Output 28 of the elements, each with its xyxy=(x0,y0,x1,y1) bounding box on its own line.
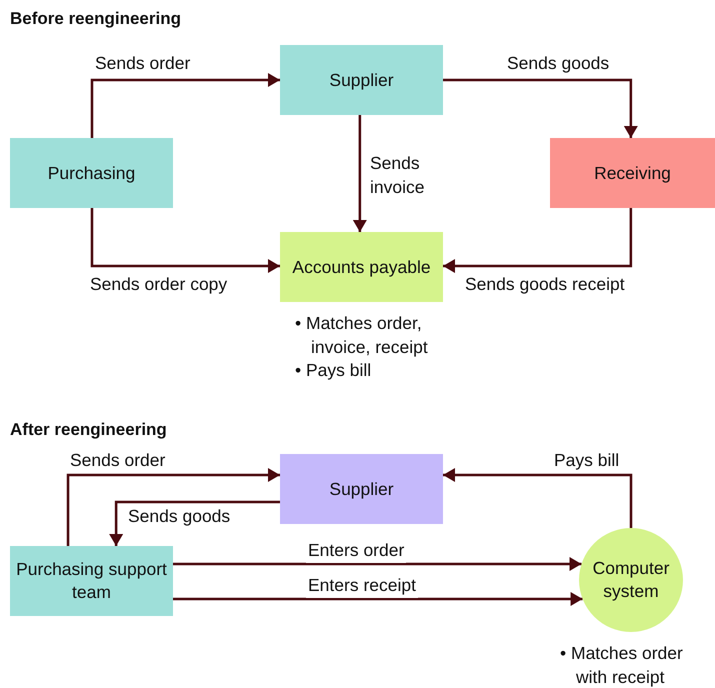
bullet-item: • Matches order, invoice, receipt xyxy=(295,312,429,359)
node-label: Purchasing support team xyxy=(15,558,168,604)
arrow xyxy=(66,468,280,546)
process-box xyxy=(10,138,173,208)
node-label: Supplier xyxy=(328,478,395,500)
process-box xyxy=(280,454,443,524)
arrow xyxy=(90,208,280,274)
bullet-item: • Matches order with receipt xyxy=(560,642,684,688)
arrow xyxy=(90,73,280,138)
arrow xyxy=(443,78,638,138)
node-label: Supplier xyxy=(328,68,395,92)
arrow xyxy=(352,115,367,232)
arrow xyxy=(173,592,583,606)
bullet-item: • Pays bill xyxy=(295,359,372,382)
node-label: Receiving xyxy=(593,162,672,184)
node-label: Purchasing xyxy=(46,162,136,184)
node-label: Accounts payable xyxy=(291,256,432,278)
process-box xyxy=(280,45,443,115)
process-box xyxy=(550,138,715,208)
section-heading: After reengineering xyxy=(10,420,167,440)
arrow xyxy=(173,557,582,571)
process-box xyxy=(280,232,443,302)
process-box xyxy=(10,546,173,616)
arrow xyxy=(443,208,632,274)
node-label: Computer system xyxy=(592,557,670,603)
arrow xyxy=(443,468,632,528)
arrow xyxy=(109,500,280,546)
section-heading: Before reengineering xyxy=(10,9,181,29)
